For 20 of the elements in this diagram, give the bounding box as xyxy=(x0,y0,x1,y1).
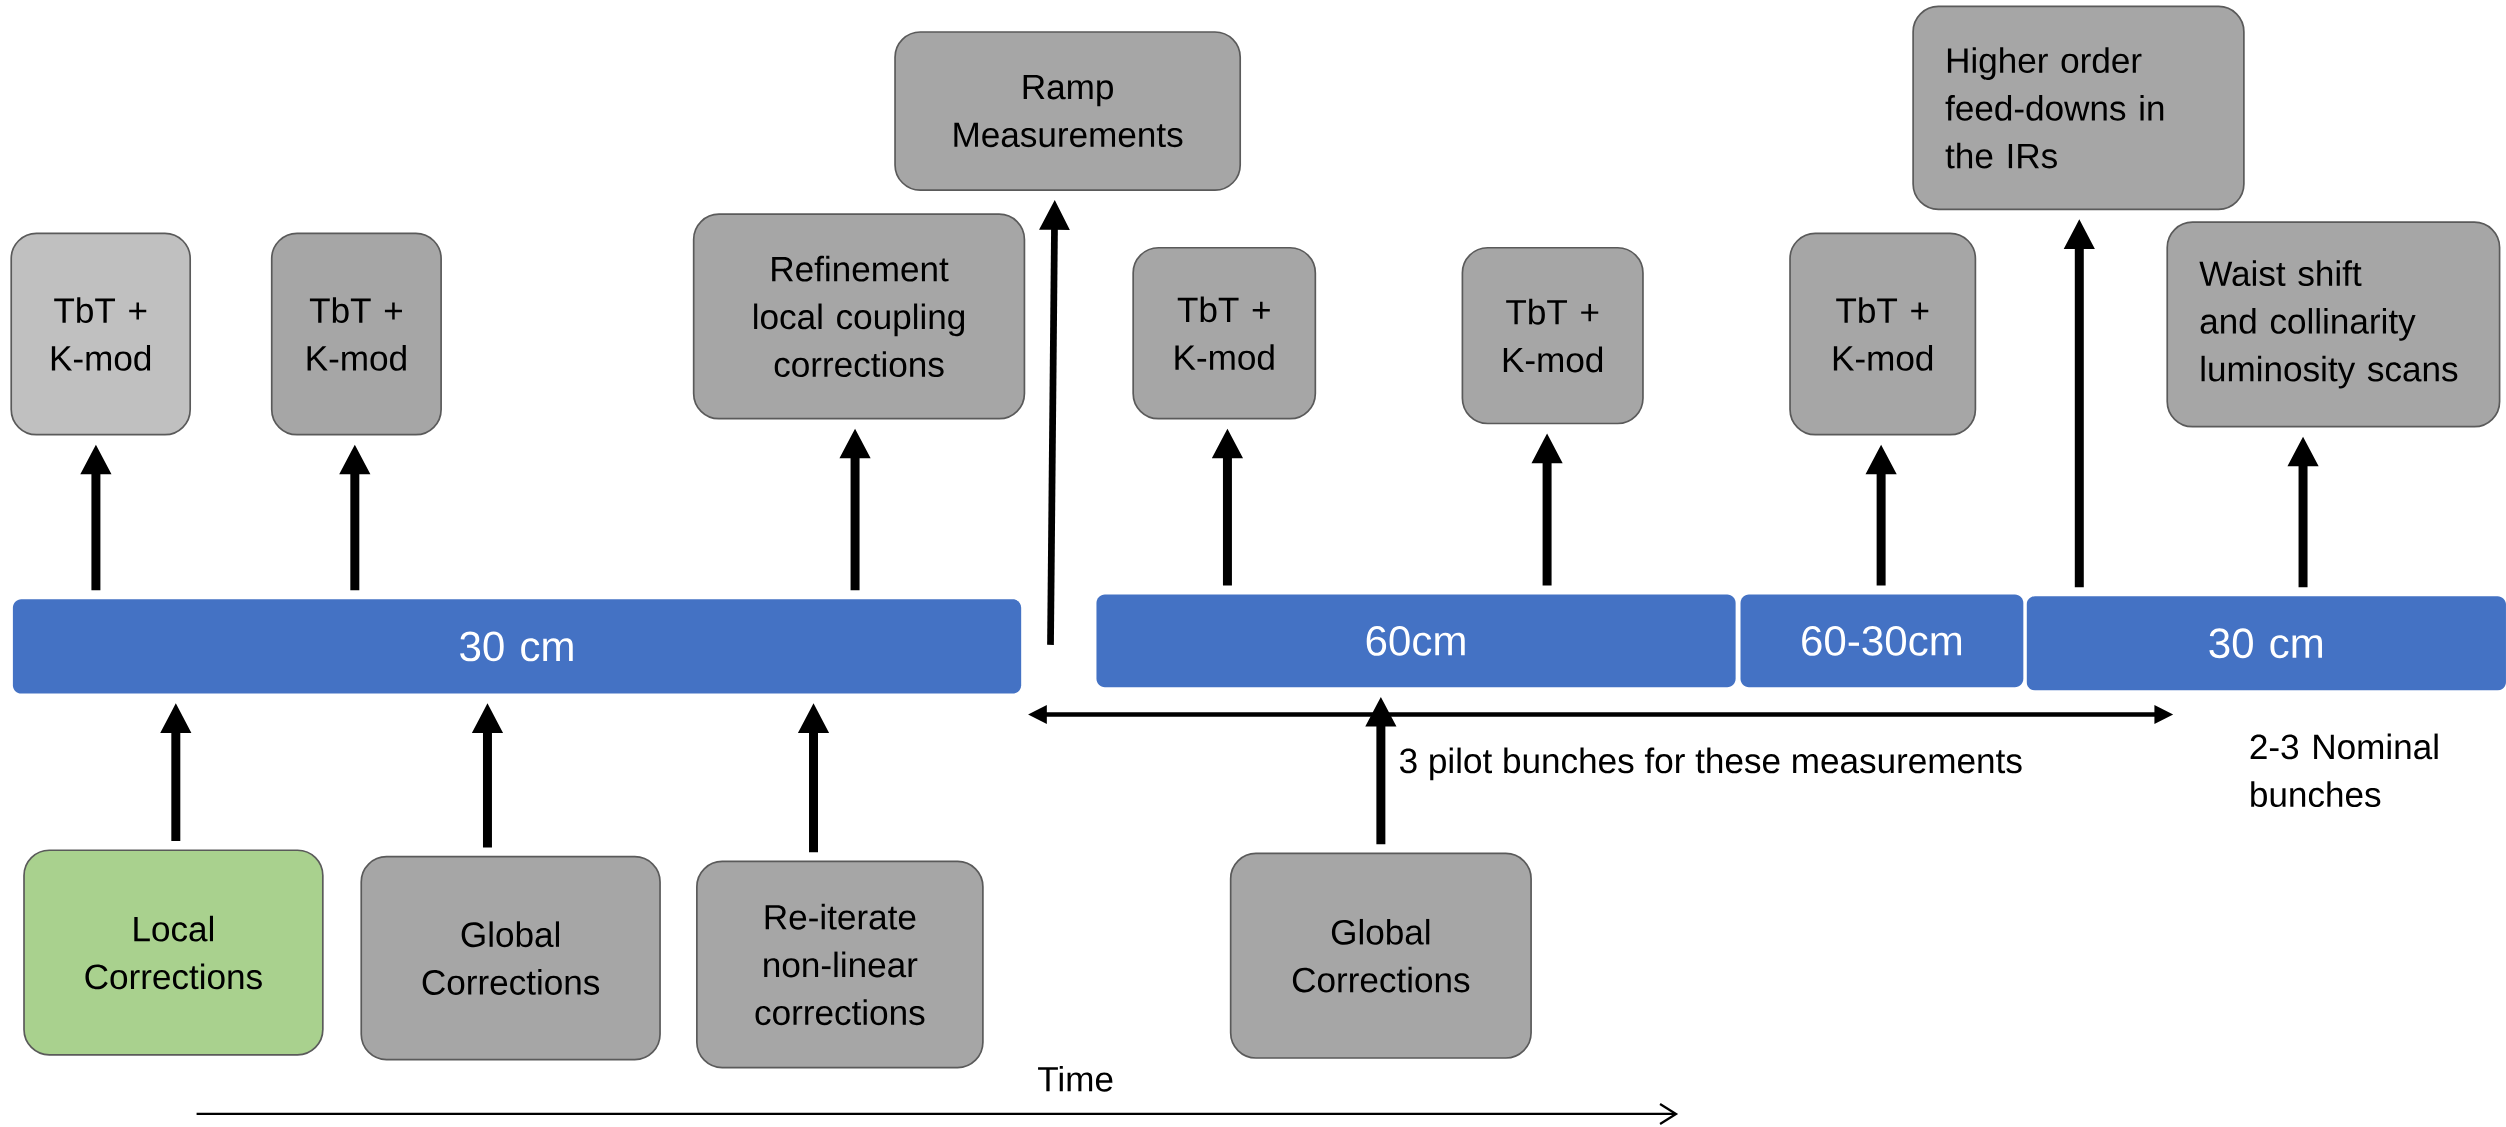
measurement-box: TbT + K-mod xyxy=(270,232,442,436)
correction-box: Local Corrections xyxy=(23,849,324,1056)
measurement-box: Refinement local coupling corrections xyxy=(692,213,1026,420)
annotation-text: 3 pilot bunches for these measurements xyxy=(1399,747,2022,781)
measurement-box: TbT + K-mod xyxy=(10,232,191,436)
annotation-text: 2-3 Nominal bunches xyxy=(2250,733,2438,808)
correction-box: Re-iterate non-linear corrections xyxy=(696,860,984,1069)
timeline-bar: 30 cm xyxy=(12,599,1022,694)
measurement-box: TbT + K-mod xyxy=(1132,247,1317,420)
measurement-box: Waist shift and collinarity luminosity scans xyxy=(2166,221,2501,428)
correction-box: Global Corrections xyxy=(1229,852,1532,1059)
axis-label: Time xyxy=(1038,1066,1113,1092)
timeline-bar: 60cm xyxy=(1096,594,1736,688)
correction-box: Global Corrections xyxy=(360,855,661,1061)
timeline-bar: 60-30cm xyxy=(1740,594,2024,688)
measurement-box: Higher order feed-downs in the IRs xyxy=(1912,5,2245,211)
timeline-bar: 30 cm xyxy=(2026,596,2506,691)
measurement-box: TbT + K-mod xyxy=(1789,232,1977,436)
measurement-box: TbT + K-mod xyxy=(1461,247,1644,425)
measurement-box: Ramp Measurements xyxy=(894,31,1242,192)
